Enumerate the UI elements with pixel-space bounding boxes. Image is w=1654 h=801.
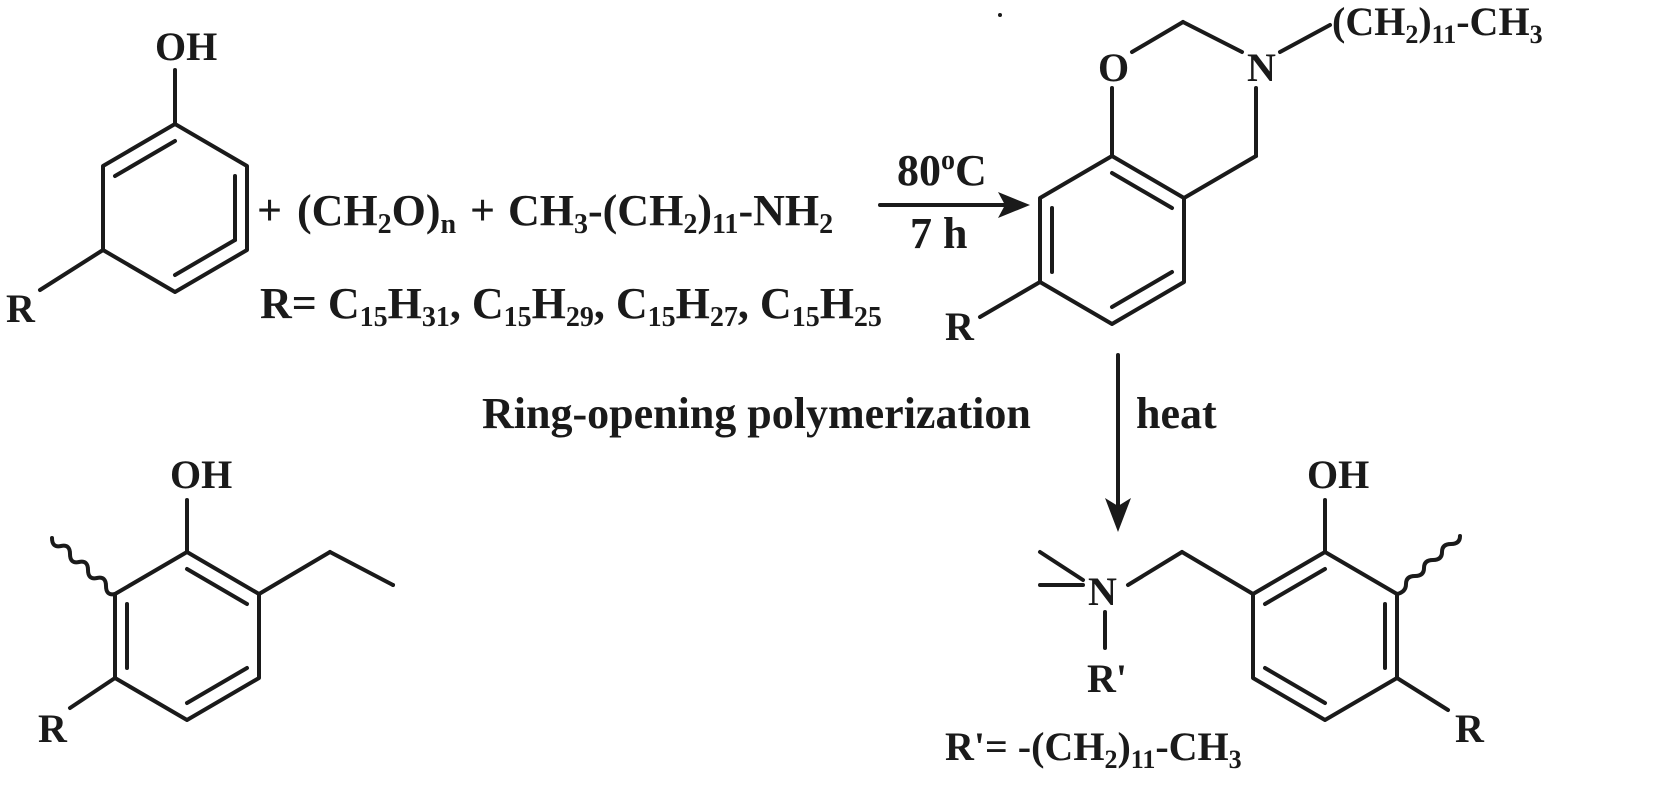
phenol-structure: OH R — [6, 24, 249, 331]
oxazine-n-label: N — [1247, 45, 1276, 90]
polymer-left-ring — [113, 550, 261, 722]
benzoxazine-r-bond — [978, 280, 1042, 319]
benzoxazine-aromatic-ring — [1038, 154, 1186, 326]
dodecylamine-formula: CH3-(CH2)11-NH2 — [508, 186, 833, 240]
polymerization-arrow: Ring-opening polymerization heat — [482, 353, 1217, 532]
polymer-right-ring — [1251, 550, 1399, 722]
n-left-bond — [1038, 550, 1085, 582]
benzoxazine-structure: O N (CH2)11-CH3 R — [945, 0, 1543, 349]
arrow-head — [998, 192, 1030, 218]
plus-sign: + — [470, 186, 495, 235]
heat-label: heat — [1136, 389, 1217, 438]
phenol-r-label: R — [6, 286, 36, 331]
polymer-rprime-label: R' — [1087, 656, 1127, 701]
time-label: 7 h — [910, 209, 967, 258]
plus-sign: + — [257, 186, 282, 235]
polymer-left-r-label: R — [38, 706, 68, 751]
reaction-arrow: 80oC 7 h — [878, 145, 1030, 258]
polymer-right-r-label: R — [1455, 706, 1485, 751]
reagents: + (CH2O)n + CH3-(CH2)11-NH2 — [257, 186, 833, 240]
r-group-definition: R= C15H31, C15H29, C15H27, C15H25 — [260, 279, 882, 333]
wavy-bond — [50, 536, 117, 597]
phenol-double-bond — [173, 238, 237, 277]
phenol-r-bond — [38, 248, 105, 292]
benzoxazine-double-bond — [1110, 171, 1174, 210]
polymerization-label: Ring-opening polymerization — [482, 389, 1031, 438]
polymer-amine: N R' R'= -(CH2)11-CH3 — [945, 550, 1242, 774]
oxazine-o-label: O — [1098, 45, 1129, 90]
paraformaldehyde-formula: (CH2O)n — [297, 186, 457, 240]
temperature-label: 80oC — [897, 145, 987, 195]
polymer-n-label: N — [1088, 569, 1117, 614]
polybenzoxazine-structure: OH R OH R — [38, 13, 1485, 751]
n-dodecyl-chain: (CH2)11-CH3 — [1332, 0, 1543, 49]
phenol-oh-label: OH — [155, 24, 217, 69]
arrow-head — [1105, 498, 1131, 532]
phenol-double-bond — [113, 139, 177, 178]
wavy-bond — [1395, 534, 1462, 596]
benzoxazine-double-bond — [1110, 270, 1174, 309]
benzoxazine-r-label: R — [945, 304, 975, 349]
polymer-right-oh-label: OH — [1307, 452, 1369, 497]
rprime-definition: R'= -(CH2)11-CH3 — [945, 724, 1242, 774]
phenol-ring — [101, 122, 249, 294]
n-alkyl-bond — [1278, 23, 1332, 54]
polymer-left-oh-label: OH — [170, 452, 232, 497]
